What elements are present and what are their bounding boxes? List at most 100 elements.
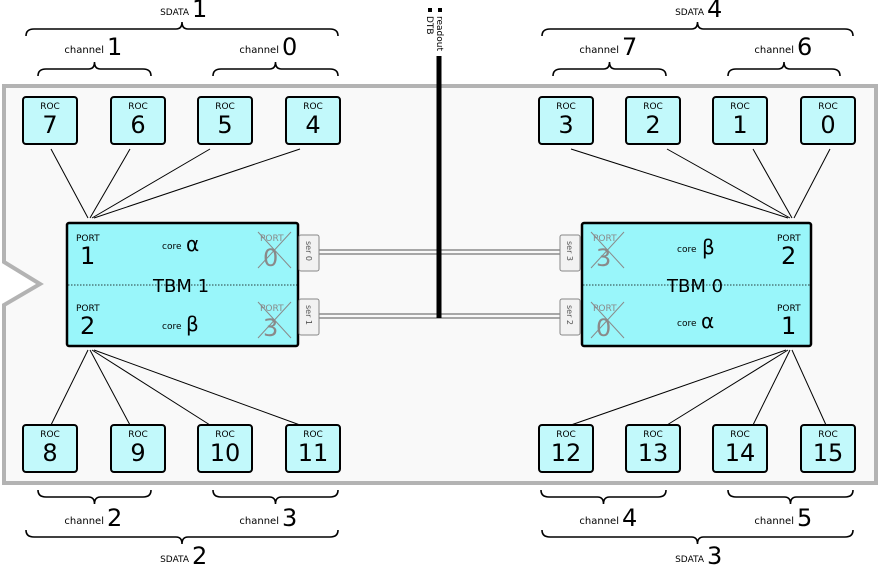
roc-number: 8 <box>42 439 57 467</box>
roc-label: ROC <box>40 430 60 440</box>
channel-label-tr-b-text: channel <box>754 45 794 56</box>
tbm0-disabled-top-label: PORT <box>593 234 617 244</box>
tbm1-disabled-top-label: PORT <box>260 234 284 244</box>
roc-number: 12 <box>551 439 582 467</box>
tbm1-ser-bottom-label: ser 1 <box>304 305 313 325</box>
roc-label: ROC <box>40 102 60 112</box>
tbm0-disabled-port-top: PORT 3 <box>590 231 625 272</box>
sdata-brace-bottom-left <box>25 529 339 545</box>
roc-number: 2 <box>645 111 660 139</box>
tbm0-port-bottom-label: PORT <box>777 304 801 314</box>
channel-brace-tl-b <box>212 61 339 77</box>
tbm0-name: TBM 0 <box>666 276 723 297</box>
channel-label-bl-b-number: 3 <box>282 504 297 532</box>
tbm1-core-bottom-label: core <box>162 322 182 332</box>
roc-label: ROC <box>556 102 576 112</box>
tbm1-disabled-bottom-number: 3 <box>263 314 278 342</box>
roc-number: 15 <box>813 439 844 467</box>
roc-label: ROC <box>643 430 663 440</box>
channel-label-tr-b-number: 6 <box>797 33 812 61</box>
dtb-marker <box>428 8 432 12</box>
tbm0-core-bottom-greek: α <box>701 309 714 333</box>
roc-label: ROC <box>818 430 838 440</box>
tbm0-core-top-greek: β <box>702 235 715 259</box>
roc-label: ROC <box>128 102 148 112</box>
roc-number: 4 <box>305 111 320 139</box>
tbm1-ser-top: ser 0 <box>298 234 320 272</box>
tbm1-disabled-bottom-label: PORT <box>260 304 284 314</box>
tbm0-disabled-bottom-label: PORT <box>593 304 617 314</box>
tbm1-name: TBM 1 <box>152 276 209 297</box>
roc-layer: ROC7ROC6ROC5ROC4ROC3ROC2ROC1ROC0ROC8ROC9… <box>22 96 856 473</box>
sdata-brace-top-left <box>25 21 339 37</box>
roc-number: 7 <box>42 111 57 139</box>
channel-label-bl-a-number: 2 <box>107 504 122 532</box>
tbm0-disabled-bottom-number: 0 <box>596 314 611 342</box>
tbm1-disabled-port-top: PORT 0 <box>257 231 292 272</box>
channel-label-bl-b-text: channel <box>239 516 279 527</box>
readout-marker <box>438 8 442 12</box>
tbm1-core-top-label: core <box>162 242 182 252</box>
roc-number: 13 <box>638 439 669 467</box>
roc-number: 10 <box>210 439 241 467</box>
channel-brace-bl-a <box>37 489 152 505</box>
channel-label-br-b-text: channel <box>754 516 794 527</box>
roc-label: ROC <box>303 102 323 112</box>
roc-label: ROC <box>643 102 663 112</box>
roc-number: 3 <box>558 111 573 139</box>
roc-number: 0 <box>820 111 835 139</box>
sdata-label-bottom-left-number: 2 <box>192 542 207 569</box>
tbm0-port-top-number: 2 <box>781 242 796 270</box>
channel-label-br-a-number: 4 <box>622 504 637 532</box>
channel-label-tr-a-text: channel <box>579 45 619 56</box>
tbm1-port-top-number: 1 <box>80 242 95 270</box>
roc-number: 11 <box>298 439 329 467</box>
sdata-label-top-right-number: 4 <box>707 0 722 23</box>
roc-label: ROC <box>818 102 838 112</box>
roc-label: ROC <box>215 102 235 112</box>
roc-label: ROC <box>556 430 576 440</box>
roc-label: ROC <box>215 430 235 440</box>
tbm-1: PORT 1 PORT 2 core α core β TBM 1 PORT 0… <box>65 221 320 348</box>
channel-label-br-b-number: 5 <box>797 504 812 532</box>
tbm-0: PORT 2 PORT 1 core β core α TBM 0 PORT 3… <box>559 221 813 348</box>
sdata-brace-bottom-right <box>541 529 854 545</box>
tbm0-ser-bottom-label: ser 2 <box>565 305 574 325</box>
channel-label-tl-a-text: channel <box>64 45 104 56</box>
roc-wires <box>50 148 831 426</box>
tbm0-ser-bottom: ser 2 <box>559 298 581 336</box>
tbm0-ser-top: ser 3 <box>559 234 581 272</box>
tbm1-port-top-label: PORT <box>76 234 100 244</box>
roc-number: 1 <box>732 111 747 139</box>
sdata-label-top-right-text: SDATA <box>675 8 705 18</box>
channel-brace-bl-b <box>212 489 339 505</box>
channel-label-tr-a-number: 7 <box>622 33 637 61</box>
tbm1-ser-top-label: ser 0 <box>304 241 313 261</box>
tbm1-disabled-port-bottom: PORT 3 <box>257 301 292 342</box>
channel-label-tl-a-number: 1 <box>107 33 122 61</box>
tbm1-disabled-top-number: 0 <box>263 244 278 272</box>
channel-brace-tr-b <box>727 61 841 77</box>
roc-number: 6 <box>130 111 145 139</box>
